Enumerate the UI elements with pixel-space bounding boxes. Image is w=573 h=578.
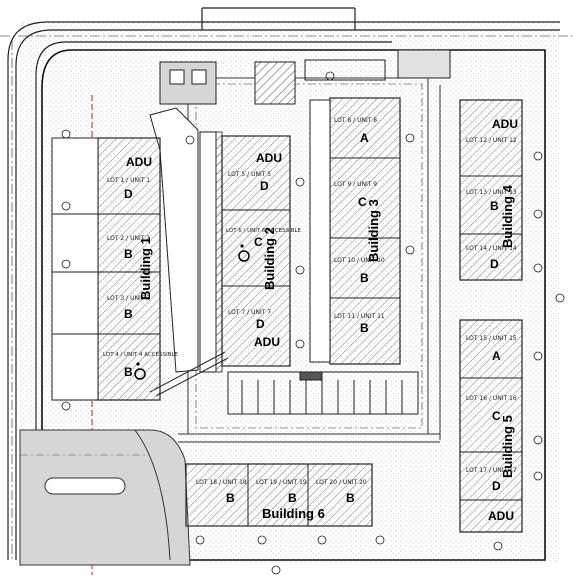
lot-label: LOT 10 / UNIT 10 xyxy=(334,257,385,264)
unit-type: C xyxy=(254,235,263,249)
lot-label: LOT 14 / UNIT 14 xyxy=(466,245,517,252)
lot-label: LOT 4 / UNIT 4 ACCESSIBLE xyxy=(103,352,179,358)
unit-type: D xyxy=(256,317,265,331)
lot-label: LOT 20 / UNIT 20 xyxy=(316,479,367,486)
property-boundary xyxy=(41,49,546,561)
adu-label: ADU xyxy=(254,335,280,349)
adu-label: ADU xyxy=(256,151,282,165)
unit-type: D xyxy=(124,187,133,201)
building-1 xyxy=(51,137,161,401)
adu-label: ADU xyxy=(126,155,152,169)
unit-type: B xyxy=(360,321,369,335)
unit-type: A xyxy=(492,349,501,363)
lot-label: LOT 6 / UNIT 6 ACCESSIBLE xyxy=(226,228,302,234)
lot-label: LOT 7 / UNIT 7 xyxy=(228,309,271,316)
adu-label: ADU xyxy=(488,509,514,523)
lot-label: LOT 17 / UNIT 17 xyxy=(466,467,517,474)
lot-label: LOT 2 / UNIT 2 xyxy=(107,235,150,242)
lot-label: LOT 5 / UNIT 5 xyxy=(228,171,271,178)
building-4 xyxy=(459,99,523,281)
unit-type: A xyxy=(360,131,369,145)
building-5-name: Building 5 xyxy=(500,415,515,478)
lot-label: LOT 11 / UNIT 11 xyxy=(334,313,385,320)
lot-label: LOT 16 / UNIT 16 xyxy=(466,395,517,402)
unit-type: B xyxy=(288,491,297,505)
unit-type: D xyxy=(260,179,269,193)
lot-label: LOT 19 / UNIT 19 xyxy=(256,479,307,486)
building-6 xyxy=(185,463,373,527)
unit-type: D xyxy=(492,479,501,493)
building-1-name: Building 1 xyxy=(138,237,153,300)
adu-label: ADU xyxy=(492,117,518,131)
building-6-name: Building 6 xyxy=(262,506,325,521)
sidewalk-strip xyxy=(304,49,451,81)
trash-enclosure xyxy=(159,61,296,105)
unit-type: B xyxy=(490,199,499,213)
central-walkway xyxy=(149,107,229,397)
building-2-name: Building 2 xyxy=(262,227,277,290)
lot-label: LOT 18 / UNIT 18 xyxy=(196,479,247,486)
lot-label: LOT 8 / UNIT 8 xyxy=(334,117,377,124)
street-edge xyxy=(0,7,573,560)
unit-type: B xyxy=(124,365,133,379)
lot-label: LOT 13 / UNIT 13 xyxy=(466,189,517,196)
lot-label: LOT 3 / UNIT 3 xyxy=(107,295,150,302)
building-3 xyxy=(309,97,401,365)
unit-type: B xyxy=(124,247,133,261)
unit-type: B xyxy=(124,307,133,321)
lot-label: LOT 9 / UNIT 9 xyxy=(334,181,377,188)
parking-area xyxy=(19,429,191,566)
unit-type: B xyxy=(346,491,355,505)
accessible-icon xyxy=(238,244,250,262)
unit-type: D xyxy=(490,257,499,271)
accessible-icon xyxy=(134,362,146,380)
lot-label: LOT 1 / UNIT 1 xyxy=(107,177,150,184)
site-marker xyxy=(61,71,565,575)
unit-type: C xyxy=(358,195,367,209)
unit-type: B xyxy=(226,491,235,505)
building-5 xyxy=(459,319,523,533)
parking-stalls xyxy=(227,371,419,415)
building-4-name: Building 4 xyxy=(500,184,515,248)
building-2 xyxy=(221,135,291,367)
lot-label: LOT 12 / UNIT 12 xyxy=(466,137,517,144)
unit-type: C xyxy=(492,409,501,423)
unit-type: B xyxy=(360,271,369,285)
building-3-name: Building 3 xyxy=(366,199,381,262)
lot-label: LOT 15 / UNIT 15 xyxy=(466,335,517,342)
